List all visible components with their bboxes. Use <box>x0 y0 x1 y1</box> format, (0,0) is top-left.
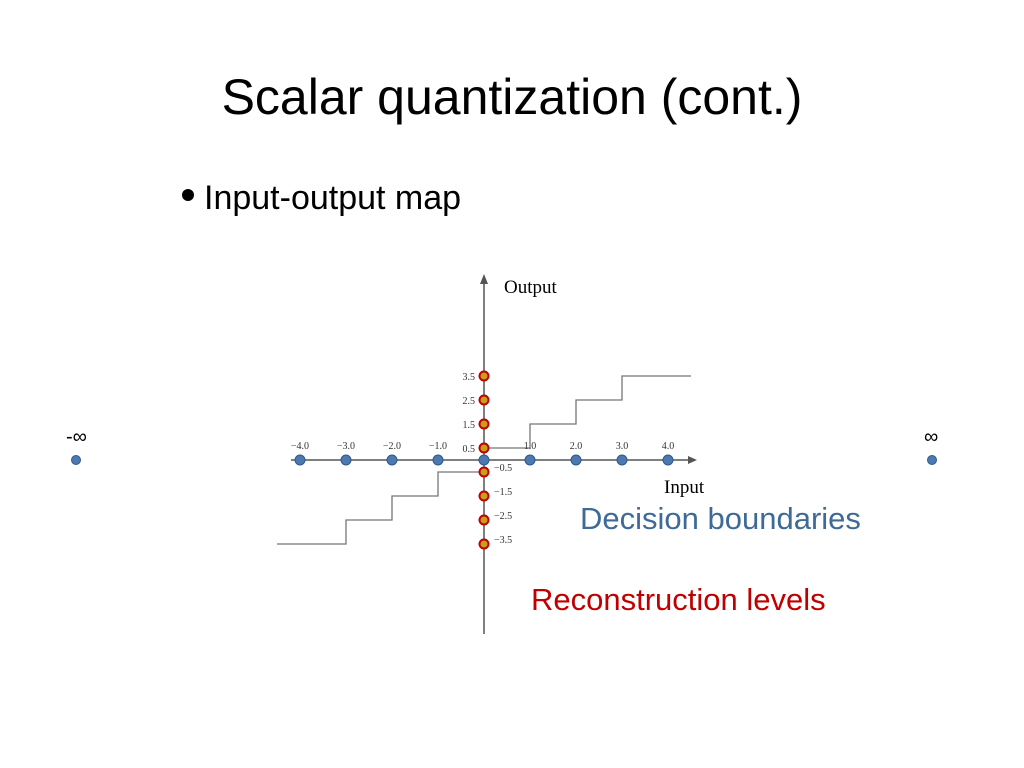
y-tick-label: 3.5 <box>463 372 476 383</box>
y-tick-label: −2.5 <box>494 511 512 522</box>
decision-boundary-marker <box>432 454 444 466</box>
markers <box>71 370 937 550</box>
x-tick-label: −4.0 <box>291 441 309 452</box>
tick-labels: −4.0 −3.0 −2.0 −1.0 1.0 2.0 3.0 4.0 3.5 2.5 1.5 0.5… <box>291 372 674 546</box>
decision-boundary-marker <box>478 454 490 466</box>
reconstruction-level-marker <box>478 370 490 382</box>
neg-infinity-marker <box>71 455 81 465</box>
x-tick-label: 3.0 <box>616 441 629 452</box>
axes <box>291 274 697 634</box>
bullet-item: Input-output map <box>182 176 461 220</box>
reconstruction-level-marker <box>478 514 490 526</box>
slide-title: Scalar quantization (cont.) <box>221 69 803 125</box>
y-tick-label: 1.5 <box>463 420 476 431</box>
y-tick-label: −3.5 <box>494 535 512 546</box>
y-tick-label: −0.5 <box>494 463 512 474</box>
reconstruction-level-marker <box>478 538 490 550</box>
y-tick-label: 0.5 <box>463 444 476 455</box>
pos-infinity-label: ∞ <box>924 426 938 448</box>
y-axis-arrow-icon <box>480 274 488 284</box>
decision-boundary-marker <box>616 454 628 466</box>
x-tick-label: 4.0 <box>662 441 675 452</box>
x-axis-arrow-icon <box>688 456 697 464</box>
y-tick-label: 2.5 <box>463 396 476 407</box>
output-axis-label: Output <box>504 277 558 298</box>
bullet-dot-icon <box>182 189 194 202</box>
y-tick-label: −1.5 <box>494 487 512 498</box>
reconstruction-level-marker <box>478 466 490 478</box>
neg-infinity-label: -∞ <box>66 426 87 448</box>
decision-boundary-marker <box>662 454 674 466</box>
x-tick-label: −1.0 <box>429 441 447 452</box>
decision-boundary-marker <box>524 454 536 466</box>
reconstruction-level-marker <box>478 490 490 502</box>
reconstruction-level-marker <box>478 394 490 406</box>
decision-boundary-marker <box>570 454 582 466</box>
decision-boundary-marker <box>386 454 398 466</box>
x-tick-label: 1.0 <box>524 441 537 452</box>
decision-boundary-marker <box>294 454 306 466</box>
reconstruction-levels-legend: Reconstruction levels <box>531 582 826 617</box>
pos-infinity-marker <box>927 455 937 465</box>
bullet-text: Input-output map <box>204 179 462 217</box>
reconstruction-level-marker <box>478 442 490 454</box>
x-tick-label: −3.0 <box>337 441 355 452</box>
decision-boundary-marker <box>340 454 352 466</box>
input-axis-label: Input <box>664 477 705 498</box>
decision-boundaries-legend: Decision boundaries <box>580 501 861 536</box>
reconstruction-level-marker <box>478 418 490 430</box>
x-tick-label: −2.0 <box>383 441 401 452</box>
x-tick-label: 2.0 <box>570 441 583 452</box>
